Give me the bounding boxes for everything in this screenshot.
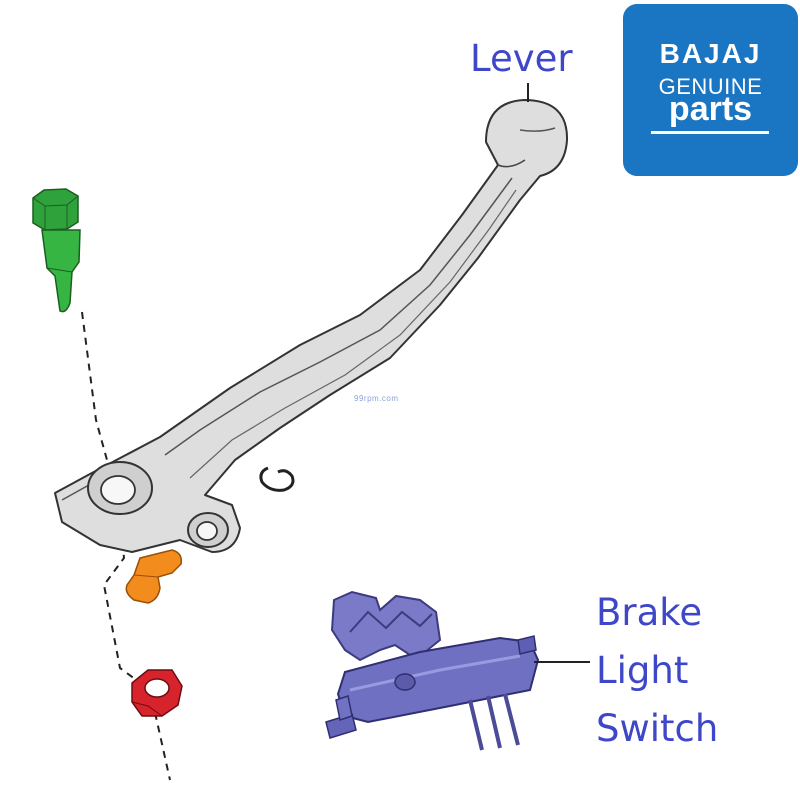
brake-light-switch-label-line-2: Light bbox=[596, 649, 689, 692]
circlip-icon bbox=[259, 466, 295, 492]
green-bolt-icon bbox=[32, 188, 81, 313]
brake-lever-icon bbox=[54, 99, 569, 553]
brake-light-switch-label-line-1: Brake bbox=[596, 591, 703, 634]
brake-light-switch-label: Brake Light Switch bbox=[596, 584, 718, 758]
switch-icon bbox=[325, 590, 540, 751]
bajaj-genuine-parts-logo: BAJAJ GENUINE parts bbox=[623, 4, 798, 176]
red-nut-icon bbox=[131, 669, 183, 717]
logo-parts-text: parts bbox=[668, 90, 753, 128]
orange-pin-icon bbox=[125, 549, 183, 604]
logo-brand-text: BAJAJ bbox=[659, 38, 762, 69]
brake-light-switch-label-line-3: Switch bbox=[596, 707, 719, 750]
assembly-dashed-line bbox=[81, 311, 171, 781]
watermark: 99rpm.com bbox=[354, 394, 399, 403]
lever-label: Lever bbox=[470, 37, 573, 80]
logo-underline bbox=[651, 131, 769, 134]
logo-genuine-text: GENUINE bbox=[658, 74, 763, 99]
